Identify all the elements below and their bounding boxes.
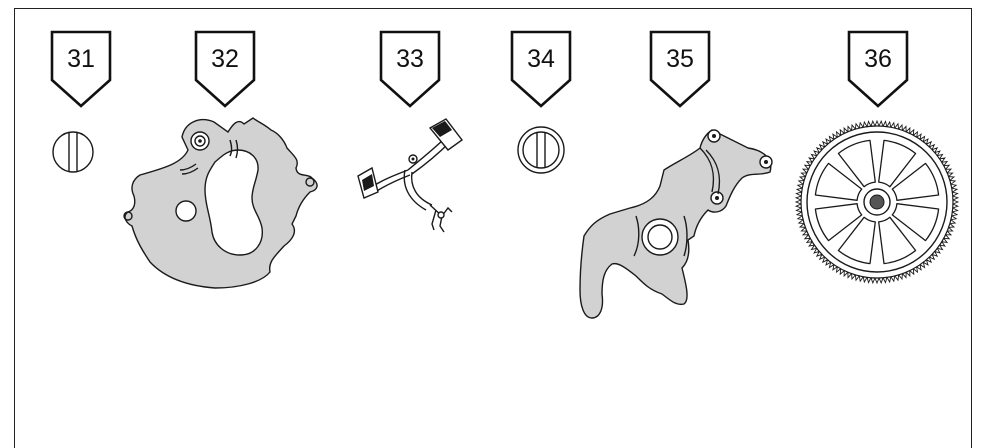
callout-tag-34: 34 bbox=[510, 30, 572, 108]
part-number-35: 35 bbox=[666, 45, 694, 73]
parts-diagram: 31 32 33 34 35 36 bbox=[50, 30, 960, 319]
part-number-36: 36 bbox=[864, 45, 892, 73]
gear-window bbox=[891, 203, 940, 242]
gear-wheel-icon bbox=[794, 119, 960, 285]
part-number-32: 32 bbox=[211, 45, 239, 73]
gear-window bbox=[814, 162, 863, 201]
screw-icon bbox=[517, 126, 565, 174]
gear-window bbox=[878, 139, 917, 188]
callout-tag-35: 35 bbox=[649, 30, 711, 108]
diagram-frame bbox=[14, 8, 972, 448]
callout-tag-32: 32 bbox=[194, 30, 256, 108]
callout-tag-36: 36 bbox=[847, 30, 909, 108]
gear-window bbox=[878, 216, 917, 265]
callout-tag-31: 31 bbox=[50, 30, 112, 108]
plate-icon bbox=[123, 117, 318, 289]
lever-icon bbox=[579, 129, 773, 319]
screw-icon bbox=[52, 131, 94, 173]
gear-window bbox=[837, 139, 876, 188]
part-number-34: 34 bbox=[527, 45, 555, 73]
part-number-33: 33 bbox=[396, 45, 424, 73]
gear-window bbox=[814, 203, 863, 242]
callout-tag-33: 33 bbox=[379, 30, 441, 108]
gear-window bbox=[837, 216, 876, 265]
spring-icon bbox=[357, 118, 463, 233]
gear-window bbox=[891, 162, 940, 201]
part-number-31: 31 bbox=[67, 45, 95, 73]
